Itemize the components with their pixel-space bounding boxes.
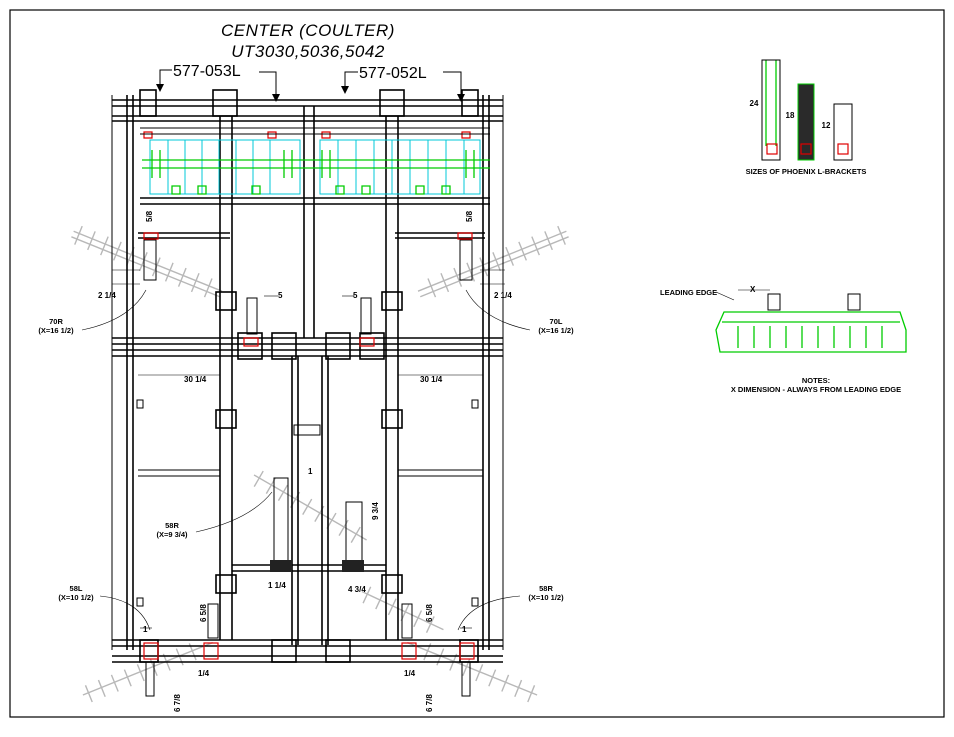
callout-58L-name: 58L [70, 584, 83, 593]
dim-six-seven-left: 6 7/8 [173, 694, 182, 712]
title-line-1: CENTER (COULTER) [221, 21, 395, 40]
callout-58R-low: 58R (X=10 1/2) [457, 584, 564, 631]
bracket-size-12: 12 [822, 121, 831, 130]
callout-58L: 58L (X=10 1/2) [58, 584, 151, 631]
part-callout-left: 577-053L [156, 63, 280, 102]
callout-70L: 70L (X=16 1/2) [465, 289, 574, 335]
dim-thirty-right: 30 1/4 [420, 375, 443, 384]
dim-two-quarter-right: 2 1/4 [494, 291, 512, 300]
dim-one-mid: 1 [308, 467, 313, 476]
dim-six-five-left: 6 5/8 [199, 604, 208, 622]
dim-five-right: 5 [353, 291, 358, 300]
callout-70R-x: (X=16 1/2) [38, 326, 74, 335]
dim-five-left: 5 [278, 291, 283, 300]
x-dimension-label: X [750, 285, 756, 294]
dim-quarter-right: 1/4 [404, 669, 416, 678]
part-callout-right: 577-052L [341, 65, 465, 102]
callout-58R-mid-x: (X=9 3/4) [156, 530, 188, 539]
frame-brackets [143, 232, 475, 697]
dim-one-quarter-mid: 1 1/4 [268, 581, 286, 590]
callout-58R-mid: 58R (X=9 3/4) [156, 491, 273, 539]
dim-one-right: 1 [462, 625, 467, 634]
callout-58R-low-name: 58R [539, 584, 553, 593]
dim-six-five-right: 6 5/8 [425, 604, 434, 622]
dim-thirty-left: 30 1/4 [184, 375, 207, 384]
dim-quarter-left: 1/4 [198, 669, 210, 678]
dim-nine-three-quarter: 9 3/4 [371, 502, 380, 520]
callout-70L-name: 70L [550, 317, 563, 326]
callout-70R-name: 70R [49, 317, 63, 326]
leading-edge-label: LEADING EDGE [660, 288, 717, 297]
sheet-border [9, 9, 945, 718]
notes-text: X DIMENSION - ALWAYS FROM LEADING EDGE [731, 385, 901, 394]
dim-four-three-quarter: 4 3/4 [348, 585, 366, 594]
callout-58L-x: (X=10 1/2) [58, 593, 94, 602]
dim-six-seven-right: 6 7/8 [425, 694, 434, 712]
title-line-2: UT3030,5036,5042 [231, 42, 385, 61]
callout-70R: 70R (X=16 1/2) [38, 289, 147, 335]
bracket-size-24: 24 [750, 99, 759, 108]
dim-top-left: 5/8 [145, 210, 154, 222]
coulter-gangs [140, 127, 490, 195]
callout-70L-x: (X=16 1/2) [538, 326, 574, 335]
part-number-left: 577-053L [173, 63, 241, 80]
part-number-right: 577-052L [359, 65, 427, 82]
l-bracket-sizes: 24 18 12 SIZES OF PHOENIX L-BRACKETS [746, 59, 867, 176]
dim-one-left: 1 [143, 625, 148, 634]
bracket-size-18: 18 [786, 111, 795, 120]
dim-top-right: 5/8 [465, 210, 474, 222]
callout-58R-low-x: (X=10 1/2) [528, 593, 564, 602]
notes-title: NOTES: [802, 376, 830, 385]
dim-two-quarter-left: 2 1/4 [98, 291, 116, 300]
dimension-labels: 5/8 5/8 2 1/4 2 1/4 5 5 30 1/4 30 1/4 1 … [98, 210, 512, 712]
brackets-caption: SIZES OF PHOENIX L-BRACKETS [746, 167, 867, 176]
machine-frame [111, 89, 504, 663]
leading-edge-detail: LEADING EDGE X NOTES: X DIMENSION - ALWA… [660, 285, 907, 394]
callout-58R-mid-name: 58R [165, 521, 179, 530]
